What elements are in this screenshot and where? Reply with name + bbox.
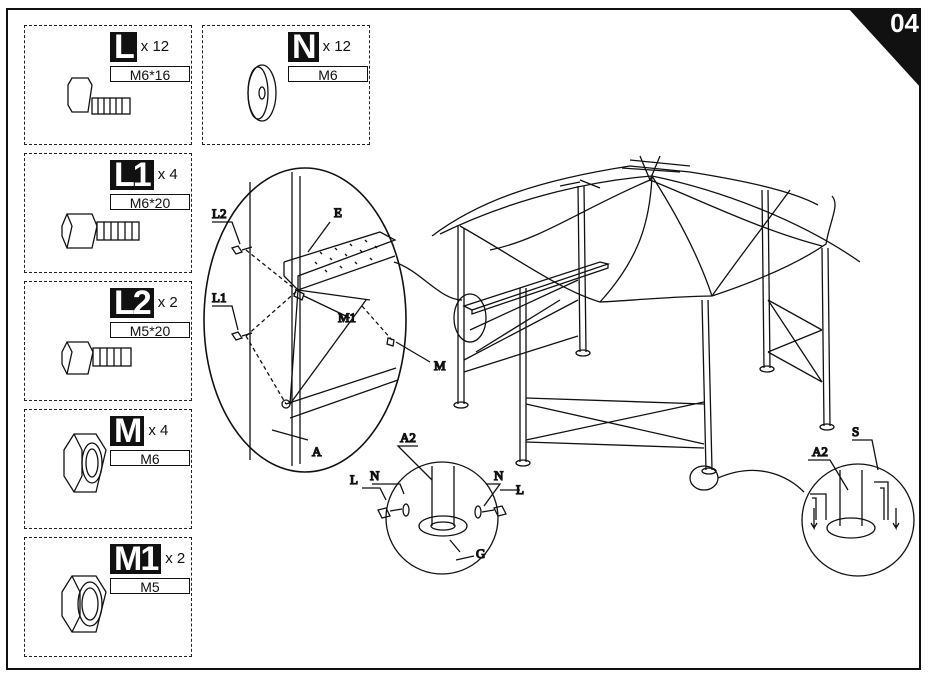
gazebo-frame bbox=[431, 155, 861, 475]
part-box-M bbox=[24, 409, 192, 529]
part-box-L1 bbox=[24, 153, 192, 273]
part-spec: M5 bbox=[110, 578, 190, 595]
part-tag-L1: L1 x 4 bbox=[110, 158, 178, 192]
callout-a2-right: A2 bbox=[812, 444, 828, 459]
callout-l2: L2 bbox=[212, 206, 226, 221]
part-qty: x 4 bbox=[157, 166, 178, 183]
part-letter: L2 bbox=[110, 286, 154, 320]
post-base-detail-right bbox=[801, 439, 915, 577]
part-spec: M6*16 bbox=[110, 66, 190, 83]
callout-l-right: L bbox=[516, 482, 524, 497]
part-qty: x 2 bbox=[157, 294, 178, 311]
part-qty: x 4 bbox=[148, 422, 169, 439]
callout-g: G bbox=[476, 546, 485, 561]
callout-a: A bbox=[312, 444, 322, 459]
part-spec: M6*20 bbox=[110, 194, 190, 211]
hex-nut-icon bbox=[63, 433, 107, 493]
part-letter: M bbox=[110, 414, 145, 448]
part-tag-M: M x 4 bbox=[110, 414, 169, 448]
post-base-detail-left bbox=[362, 445, 520, 575]
callout-l1: L1 bbox=[212, 290, 226, 305]
callout-l-left: L bbox=[350, 472, 358, 487]
hex-bolt-icon bbox=[61, 341, 132, 375]
part-letter: L bbox=[110, 30, 137, 64]
hex-nut-icon bbox=[61, 575, 107, 633]
part-tag-M1: M1 x 2 bbox=[110, 542, 186, 576]
callout-a2-left: A2 bbox=[400, 430, 416, 445]
washer-icon bbox=[247, 64, 277, 122]
part-spec: M6 bbox=[288, 66, 368, 83]
callout-e: E bbox=[334, 205, 342, 220]
callout-m: M bbox=[434, 358, 446, 373]
part-letter: N bbox=[288, 30, 319, 64]
callout-s: S bbox=[852, 424, 859, 439]
part-spec: M6 bbox=[110, 450, 190, 467]
part-letter: M1 bbox=[110, 542, 162, 576]
part-tag-L2: L2 x 2 bbox=[110, 286, 178, 320]
callout-n-left: N bbox=[370, 468, 380, 483]
hex-bolt-icon bbox=[61, 213, 140, 249]
shelf-detail-view bbox=[203, 167, 431, 473]
callout-m1: M1 bbox=[338, 310, 356, 325]
part-letter: L1 bbox=[110, 158, 154, 192]
step-number: 04 bbox=[890, 8, 919, 38]
part-qty: x 12 bbox=[140, 38, 170, 55]
part-box-N bbox=[202, 25, 370, 145]
part-box-L bbox=[24, 25, 192, 145]
part-tag-N: N x 12 bbox=[288, 30, 351, 64]
part-qty: x 12 bbox=[322, 38, 351, 55]
page-frame bbox=[6, 8, 921, 670]
callout-n-right: N bbox=[494, 468, 504, 483]
part-spec: M5*20 bbox=[110, 322, 190, 339]
part-tag-L: L x 12 bbox=[110, 30, 170, 64]
part-box-M1 bbox=[24, 537, 192, 657]
hex-bolt-icon bbox=[67, 77, 131, 115]
part-qty: x 2 bbox=[165, 550, 186, 567]
part-box-L2 bbox=[24, 281, 192, 401]
